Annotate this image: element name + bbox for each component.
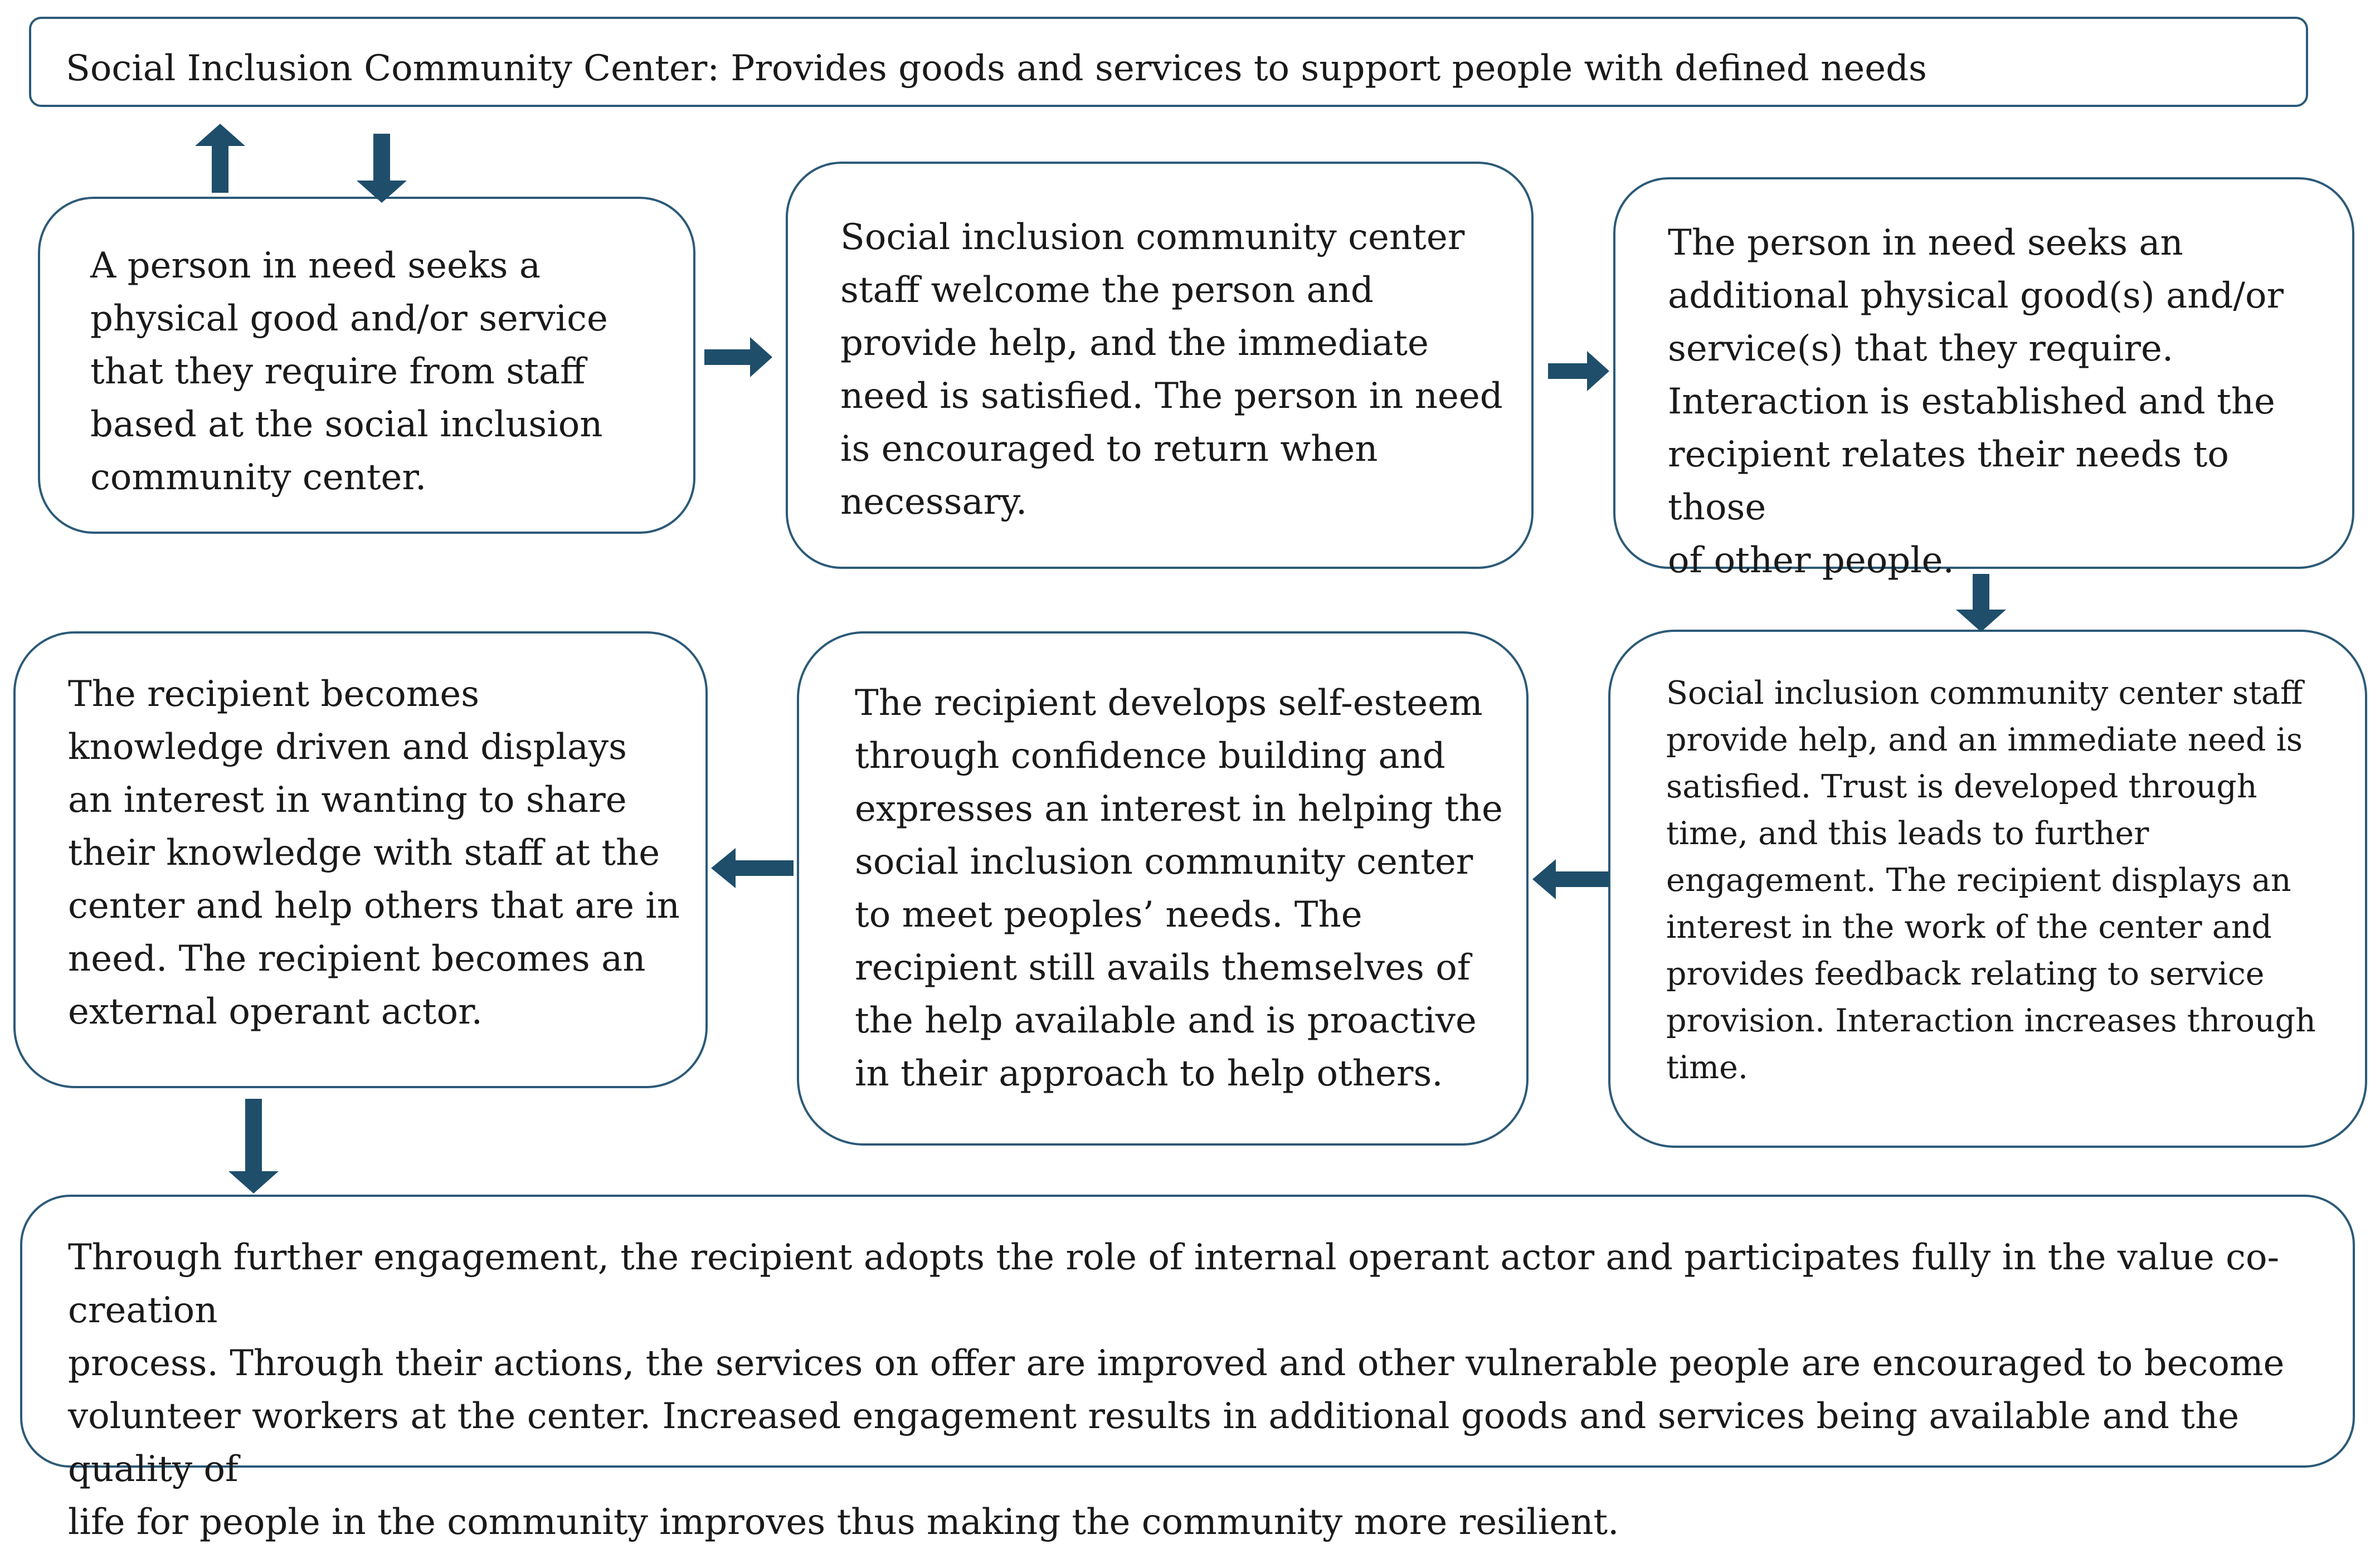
step-4-line: time, and this leads to further [1666, 815, 2149, 852]
step-2-line: Social inclusion community center [840, 217, 1465, 258]
step-4-line: engagement. The recipient displays an [1666, 862, 2291, 899]
step-2-line: provide help, and the immediate [840, 323, 1429, 364]
step-1-line: community center. [90, 457, 427, 498]
step-3-line: of other people. [1668, 540, 1954, 581]
step-4-line: Social inclusion community center staff [1666, 675, 2303, 712]
step-5-line: to meet peoples’ needs. The [855, 894, 1362, 936]
step-5-line: through confidence building and [855, 735, 1445, 777]
arrow-down-icon [1956, 574, 2006, 632]
arrow-down-icon [357, 134, 407, 203]
header-text: Social Inclusion Community Center: Provi… [66, 48, 1927, 89]
step-4-line: time. [1666, 1049, 1749, 1086]
arrow-right-icon [1548, 351, 1609, 391]
arrow-up-icon [195, 124, 245, 193]
step-3-line: recipient relates their needs to those [1668, 434, 2229, 528]
final-line: Through further engagement, the recipien… [68, 1237, 2280, 1331]
step-5-box: The recipient develops self-esteem throu… [797, 631, 1529, 1146]
final-outcome-box: Through further engagement, the recipien… [20, 1195, 2355, 1543]
step-6-box: The recipient becomes knowledge driven a… [13, 631, 708, 1088]
final-line: volunteer workers at the center. Increas… [68, 1396, 2240, 1490]
step-2-line: need is satisfied. The person in need [840, 376, 1503, 417]
step-4-line: satisfied. Trust is developed through [1666, 768, 2257, 805]
step-6-line: an interest in wanting to share [68, 780, 627, 821]
step-1-line: based at the social inclusion [90, 404, 603, 445]
step-2-line: necessary. [840, 481, 1028, 523]
step-6-line: knowledge driven and displays [68, 727, 627, 768]
step-4-line: provision. Interaction increases through [1666, 1002, 2316, 1039]
arrow-down-icon [228, 1099, 279, 1194]
step-5-line: expresses an interest in helping the [855, 788, 1503, 830]
step-3-line: Interaction is established and the [1668, 381, 2275, 422]
step-3-line: additional physical good(s) and/or [1668, 275, 2284, 316]
final-line: process. Through their actions, the serv… [68, 1343, 2285, 1384]
step-3-line: The person in need seeks an [1668, 222, 2183, 264]
step-3-line: service(s) that they require. [1668, 328, 2174, 369]
step-5-line: social inclusion community center [855, 841, 1473, 883]
step-6-line: external operant actor. [68, 991, 483, 1032]
step-4-line: provide help, and an immediate need is [1666, 722, 2303, 758]
step-6-line: their knowledge with staff at the [68, 832, 660, 874]
step-1-line: that they require from staff [90, 351, 586, 392]
step-1-line: physical good and/or service [90, 298, 608, 339]
final-line: life for people in the community improve… [68, 1502, 1619, 1543]
step-5-line: The recipient develops self-esteem [855, 683, 1483, 724]
step-1-box: A person in need seeks a physical good a… [38, 197, 695, 534]
header-box: Social Inclusion Community Center: Provi… [29, 17, 2308, 107]
step-2-box: Social inclusion community center staff … [786, 162, 1534, 569]
step-5-line: recipient still avails themselves of [855, 947, 1471, 988]
step-4-line: interest in the work of the center and [1666, 909, 2272, 946]
step-1-line: A person in need seeks a [90, 245, 541, 286]
step-6-line: center and help others that are in [68, 885, 680, 927]
arrow-left-icon [711, 848, 794, 888]
step-3-box: The person in need seeks an additional p… [1613, 177, 2354, 581]
step-2-line: staff welcome the person and [840, 270, 1374, 311]
arrow-right-icon [704, 337, 772, 377]
arrow-left-icon [1532, 859, 1609, 899]
step-5-line: in their approach to help others. [855, 1053, 1443, 1094]
step-6-line: need. The recipient becomes an [68, 938, 646, 980]
step-4-line: provides feedback relating to service [1666, 956, 2265, 992]
step-5-line: the help available and is proactive [855, 1000, 1477, 1041]
step-4-box: Social inclusion community center staff … [1608, 630, 2367, 1148]
step-2-line: is encouraged to return when [840, 428, 1378, 470]
step-6-line: The recipient becomes [68, 674, 480, 715]
